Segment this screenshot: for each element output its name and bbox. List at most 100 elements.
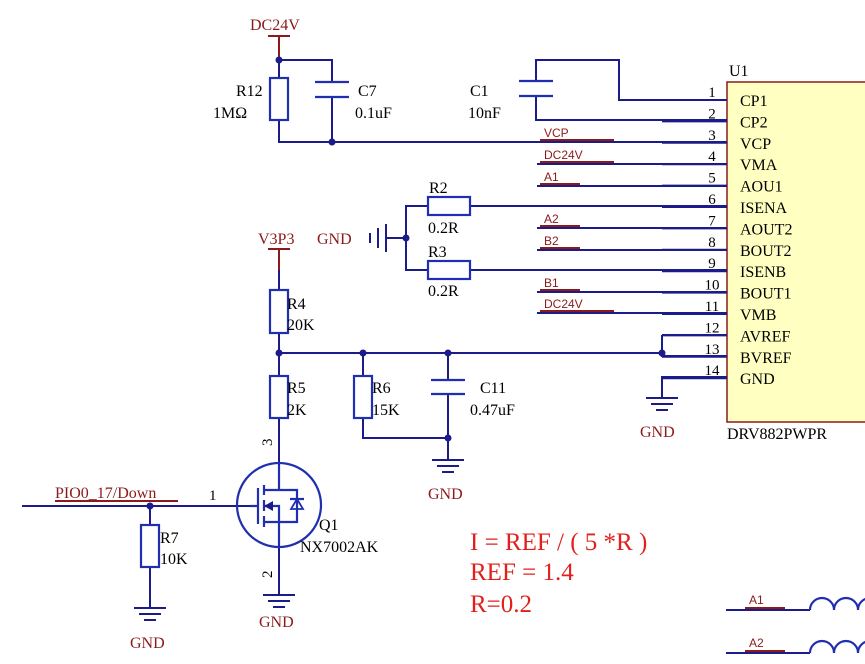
r6-value: 15K bbox=[372, 402, 400, 419]
ic-u1-part: DRV882PWPR bbox=[727, 426, 827, 443]
r7-value: 10K bbox=[160, 551, 188, 568]
ic-pin-3-name: VCP bbox=[740, 136, 771, 153]
wire-sense bbox=[387, 205, 727, 271]
ic-pin-7-number: 7 bbox=[708, 213, 716, 229]
c11-ref: C11 bbox=[480, 380, 506, 397]
capacitor-c1: C1 10nF bbox=[468, 79, 553, 122]
gnd-symbol-r7: GND bbox=[130, 607, 166, 652]
net-label-vcp: VCP bbox=[544, 126, 569, 140]
ic-pin-1-number: 1 bbox=[708, 85, 716, 101]
gnd-symbol-sense: GND bbox=[317, 224, 387, 252]
ic-pin-11-number: 11 bbox=[705, 299, 719, 315]
r4-value: 20K bbox=[287, 317, 315, 334]
net-label-a2: A2 bbox=[544, 212, 559, 226]
r12-ref: R12 bbox=[236, 83, 263, 100]
ic-pin-5-name: AOU1 bbox=[740, 179, 783, 196]
gnd-symbol-ic: GND bbox=[640, 376, 727, 441]
wire-top-network bbox=[278, 58, 727, 143]
ic-pin-14-number: 14 bbox=[705, 363, 721, 379]
net-label-a2-bottom: A2 bbox=[749, 636, 764, 650]
gnd-symbol-q1: GND bbox=[259, 594, 295, 631]
r7-ref: R7 bbox=[160, 530, 179, 547]
ic-pin-8-number: 8 bbox=[708, 235, 716, 251]
net-label-b1: B1 bbox=[544, 276, 559, 290]
q1-pin-gate: 1 bbox=[209, 488, 217, 504]
junction-vref-1 bbox=[275, 349, 283, 357]
motor-coil-a1: A1 bbox=[726, 593, 865, 611]
net-label-dc24v-1: DC24V bbox=[544, 148, 583, 162]
ic-pin-3-number: 3 bbox=[708, 128, 716, 144]
q1-value: NX7002AK bbox=[300, 539, 379, 556]
ic-pin-6-number: 6 bbox=[708, 192, 716, 208]
ic-pin-9-number: 9 bbox=[708, 256, 716, 272]
formula-line-1: I = REF / ( 5 *R ) bbox=[470, 529, 647, 556]
ic-pin-14-name: GND bbox=[740, 371, 775, 388]
resistor-r12: R12 1MΩ bbox=[213, 76, 290, 122]
r3-ref: R3 bbox=[428, 244, 447, 261]
junction-vref-4 bbox=[658, 349, 666, 357]
ic-pin-12-number: 12 bbox=[705, 320, 720, 336]
r2-ref: R2 bbox=[429, 180, 448, 197]
ic-pin-10-number: 10 bbox=[705, 278, 720, 294]
ic-pin-10-name: BOUT1 bbox=[740, 286, 792, 303]
resistor-r7: R7 10K bbox=[139, 523, 188, 569]
ic-u1-body bbox=[726, 81, 865, 423]
dc24v-top-power-port: DC24V bbox=[250, 17, 300, 58]
r6-ref: R6 bbox=[372, 380, 391, 397]
net-label-pio: PIO0_17/Down bbox=[55, 485, 156, 502]
q1-pin-drain: 3 bbox=[260, 439, 276, 447]
ic-pin-4-number: 4 bbox=[708, 149, 716, 165]
ic-pin-7-name: AOUT2 bbox=[740, 221, 792, 238]
c7-ref: C7 bbox=[358, 83, 377, 100]
resistor-r6: R6 15K bbox=[352, 374, 400, 420]
q1-ref: Q1 bbox=[319, 517, 339, 534]
wire-c1 bbox=[535, 59, 727, 121]
ic-pin-11-name: VMB bbox=[740, 307, 776, 324]
junction-gate bbox=[146, 502, 154, 510]
net-label-dc24v-2: DC24V bbox=[544, 297, 583, 311]
ic-pin-13-name: BVREF bbox=[740, 350, 792, 367]
ic-pin-8-name: BOUT2 bbox=[740, 243, 792, 260]
junction-vref-2 bbox=[359, 349, 367, 357]
gnd-label-r7: GND bbox=[130, 635, 165, 652]
resistor-r4: R4 20K bbox=[268, 288, 315, 335]
gnd-label-q1: GND bbox=[259, 614, 294, 631]
ic-pin-2-number: 2 bbox=[708, 106, 716, 122]
r2-value: 0.2R bbox=[428, 220, 459, 237]
net-label-a1-bottom: A1 bbox=[749, 593, 764, 607]
r5-ref: R5 bbox=[287, 380, 306, 397]
mosfet-q1: Q1 NX7002AK 1 3 2 bbox=[209, 439, 379, 579]
ic-pin-2-name: CP2 bbox=[740, 114, 768, 131]
c7-value: 0.1uF bbox=[355, 105, 392, 122]
ic-pin-4-name: VMA bbox=[740, 157, 778, 174]
gnd-symbol-c11: GND bbox=[428, 458, 464, 503]
ic-pin-6-name: ISENA bbox=[740, 200, 788, 217]
formula-line-3: R=0.2 bbox=[470, 591, 532, 618]
gnd-label-ic: GND bbox=[640, 424, 675, 441]
r5-value: 2K bbox=[287, 402, 307, 419]
resistor-r2: R2 0.2R bbox=[426, 180, 472, 237]
ic-pin-12-name: AVREF bbox=[740, 328, 790, 345]
gnd-label-sense: GND bbox=[317, 231, 352, 248]
ic-u1-ref: U1 bbox=[729, 63, 749, 80]
v3p3-label: V3P3 bbox=[258, 231, 294, 248]
r3-value: 0.2R bbox=[428, 283, 459, 300]
resistor-r5: R5 2K bbox=[268, 374, 307, 420]
motor-coil-a2: A2 bbox=[726, 636, 865, 654]
c1-ref: C1 bbox=[470, 83, 489, 100]
capacitor-c7: C7 0.1uF bbox=[315, 80, 392, 122]
ic-pin-5-number: 5 bbox=[708, 171, 716, 187]
junction-vref-3 bbox=[444, 349, 452, 357]
wire-net-stubs bbox=[537, 163, 727, 314]
ic-pin-1-name: CP1 bbox=[740, 93, 768, 110]
resistor-r3: R3 0.2R bbox=[426, 244, 472, 300]
c1-value: 10nF bbox=[468, 105, 501, 122]
net-label-a1: A1 bbox=[544, 170, 559, 184]
q1-pin-source: 2 bbox=[260, 571, 276, 579]
junction-sense-gnd bbox=[402, 234, 410, 242]
dc24v-top-label: DC24V bbox=[250, 17, 300, 34]
r4-ref: R4 bbox=[287, 296, 306, 313]
ic-pin-9-name: ISENB bbox=[740, 264, 786, 281]
net-label-b2: B2 bbox=[544, 234, 559, 248]
